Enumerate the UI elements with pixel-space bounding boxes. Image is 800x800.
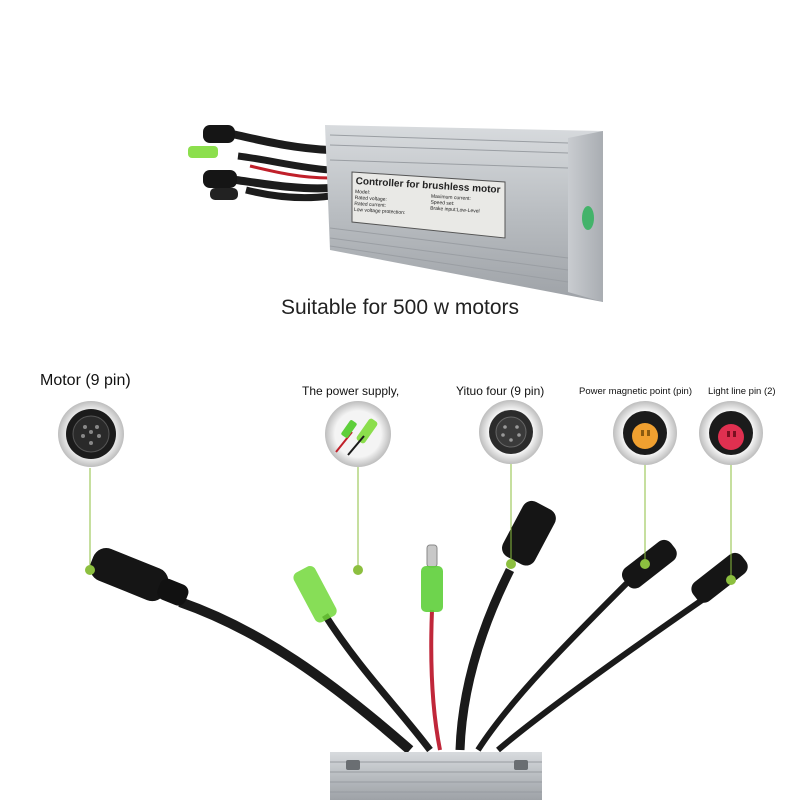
label-yituo: Yituo four (9 pin) [456, 384, 545, 398]
headline: Suitable for 500 w motors [280, 296, 520, 319]
leader-dots [85, 559, 736, 585]
dot-power [353, 565, 363, 575]
motor-9pin-connector-icon [58, 401, 124, 467]
label-power-supply: The power supply, [302, 384, 400, 398]
controller-box [188, 125, 603, 302]
controller-harness [90, 500, 748, 800]
bullet-plug-pair-icon [325, 401, 391, 467]
leader-lines [89, 462, 732, 578]
yituo-9pin-connector-icon [479, 400, 543, 464]
orange-socket-icon [613, 401, 677, 465]
motor-plug-icon [203, 125, 235, 143]
label-light-line: Light line pin (2) [708, 386, 776, 397]
label-motor: Motor (9 pin) [40, 372, 131, 389]
dot-magnet [640, 559, 650, 569]
hall-plug-icon [203, 170, 237, 188]
dot-yituo [506, 559, 516, 569]
label-magnetic-point: Power magnetic point (pin) [579, 386, 692, 397]
dot-motor [85, 565, 95, 575]
dot-light [726, 575, 736, 585]
red-socket-icon [699, 401, 763, 465]
green-plug-icon [188, 146, 218, 158]
